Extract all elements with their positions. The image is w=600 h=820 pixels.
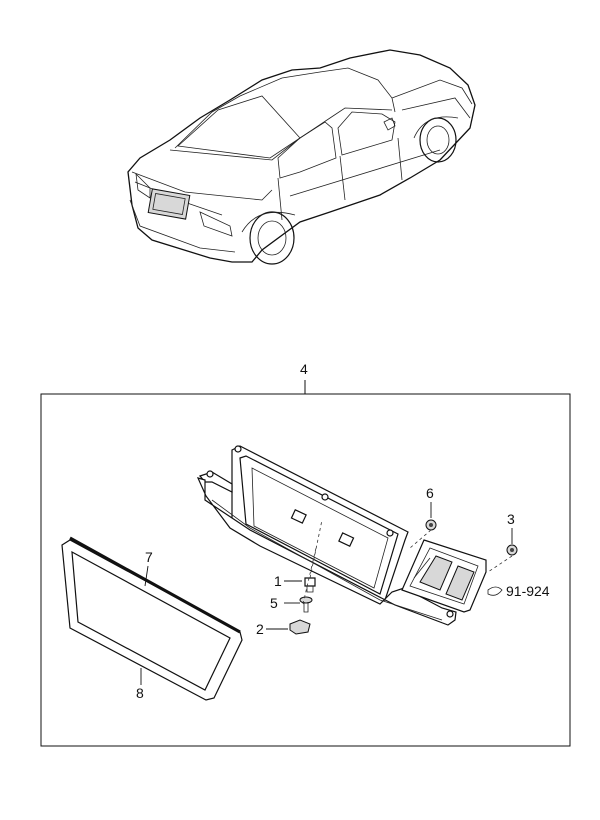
- screw-5-icon: [299, 596, 313, 613]
- garnish-frame-icon: [61, 536, 243, 701]
- fastener-3-icon: [506, 544, 518, 556]
- bracket-2-icon: [289, 619, 311, 635]
- callout-leaders: [140, 502, 513, 685]
- callout-2: 2: [256, 621, 264, 637]
- garnish-backing-strip: [196, 470, 457, 626]
- callout-6: 6: [426, 485, 434, 501]
- callout-4: 4: [300, 361, 308, 377]
- assembly-frame: [40, 393, 571, 747]
- callout-1: 1: [274, 573, 282, 589]
- callout-8: 8: [136, 685, 144, 701]
- sedan-rear-three-quarter-icon: [127, 49, 476, 265]
- callout-ref-91-924: 91-924: [506, 583, 550, 599]
- callout-5: 5: [270, 595, 278, 611]
- lamp-housing-part: [401, 539, 487, 613]
- clip-ref-icon: [487, 586, 503, 596]
- assembly-guide-lines: [302, 519, 513, 605]
- fastener-6-icon: [425, 519, 437, 531]
- license-garnish-part: [231, 445, 409, 603]
- callout-3: 3: [507, 511, 515, 527]
- callout-7: 7: [145, 549, 153, 565]
